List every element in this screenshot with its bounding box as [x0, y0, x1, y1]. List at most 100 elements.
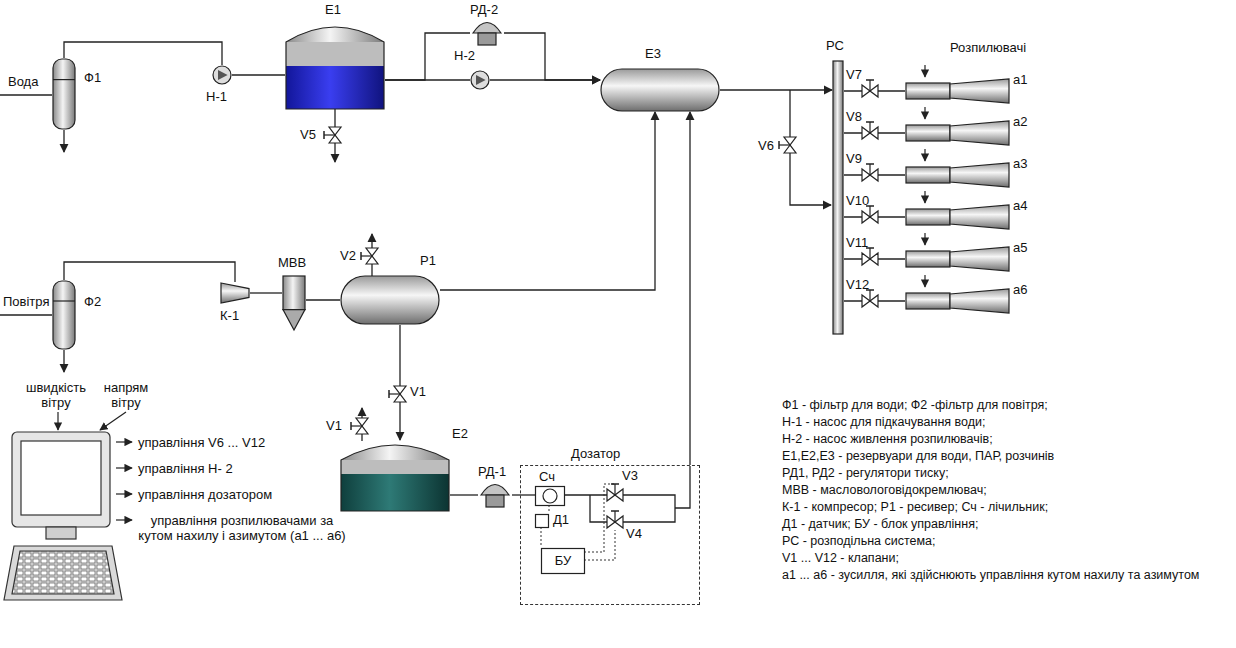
air-filter-shape	[52, 280, 76, 350]
pipe-connector	[64, 42, 222, 65]
node-label: Ф2	[84, 294, 101, 309]
node-label: МВВ	[278, 255, 306, 270]
distribution-system-shape	[832, 60, 844, 335]
abbreviation-note: Н-1 - насос для підкачування води;	[782, 415, 985, 430]
callout-label: V6	[758, 138, 774, 153]
node-label: a1	[1013, 72, 1027, 87]
computer-icon	[4, 432, 122, 600]
callout-label: V11	[846, 235, 868, 250]
abbreviation-note: РД1, РД2 - регулятори тиску;	[782, 466, 949, 481]
callout-label: Вода	[8, 74, 38, 89]
compressor: К-1	[220, 282, 250, 304]
pipe-connector	[689, 112, 690, 465]
callout-label: Розпилювачі	[950, 40, 1026, 55]
oil-moisture-separator-shape	[282, 275, 306, 331]
sprayer-shape	[905, 120, 1010, 146]
surfactant-tank: Е2	[340, 440, 450, 512]
pump: Н-2	[470, 70, 490, 90]
receiver-shape	[340, 275, 440, 325]
node-label: a6	[1013, 282, 1027, 297]
node-label: Н-1	[206, 89, 227, 104]
node-label: РД-1	[478, 464, 506, 479]
signal-arrows	[58, 412, 132, 520]
node-label: Д1	[553, 512, 569, 527]
pipe-connector	[306, 299, 340, 300]
water-tank: Е1	[285, 22, 385, 110]
flow-counter: Сч	[535, 486, 565, 506]
abbreviation-note: Д1 - датчик; БУ - блок управління;	[782, 517, 978, 532]
node-label: БУ	[541, 548, 585, 574]
node-label: Е2	[452, 426, 468, 441]
pipe-connector	[504, 33, 600, 80]
pump-shape	[470, 70, 490, 90]
callout-label: V12	[846, 277, 869, 292]
node-label: Р1	[420, 253, 436, 268]
receiver: Р1	[340, 275, 440, 325]
sprayer: a6	[905, 288, 1010, 314]
pipe-connector	[490, 79, 600, 80]
pipe-connector	[440, 112, 655, 290]
callout-label: V7	[846, 67, 862, 82]
compressor-shape	[220, 282, 250, 304]
pump-shape	[212, 65, 232, 85]
control-block: БУ	[541, 548, 585, 574]
node-label: a5	[1013, 240, 1027, 255]
node-label: Сч	[539, 469, 555, 484]
pipe-connector	[250, 292, 282, 293]
callout-label: швидкість вітру	[18, 380, 94, 410]
callout-label: управління V6 ... V12	[138, 435, 265, 450]
node-label: Е1	[325, 2, 341, 17]
abbreviation-note: К-1 - компресор; Р1 - ресивер; Сч - лічи…	[782, 500, 1048, 515]
sprayer-shape	[905, 204, 1010, 230]
sensor-shape	[535, 514, 549, 528]
sprayer: a2	[905, 120, 1010, 146]
pipe-connector	[399, 325, 400, 440]
sprayer-shape	[905, 162, 1010, 188]
abbreviation-note: а1 ... а6 - зусилля, які здійснюють упра…	[782, 568, 1230, 583]
pressure-regulator: РД-2	[470, 20, 504, 46]
node-label: Дозатор	[571, 446, 620, 461]
pipe-connector	[64, 262, 235, 282]
mixing-tank: Е3	[600, 68, 720, 112]
flow-counter-shape	[535, 486, 565, 506]
surfactant-tank-shape	[340, 440, 450, 512]
pipe-connector	[232, 74, 285, 75]
water-tank-shape	[285, 22, 385, 110]
node-label: К-1	[220, 308, 239, 323]
callout-label: V2	[340, 248, 356, 263]
valve-symbols	[389, 80, 878, 402]
node-label: Н-2	[454, 48, 475, 63]
sprayer-shape	[905, 78, 1010, 104]
sensor: Д1	[535, 514, 549, 528]
pipe-connector	[720, 89, 832, 90]
abbreviation-note: Н-2 - насос живлення розпилювачів;	[782, 432, 993, 447]
sprayer: a3	[905, 162, 1010, 188]
callout-label: V10	[846, 193, 869, 208]
sprayer: a4	[905, 204, 1010, 230]
abbreviation-note: РС - розподільна система;	[782, 534, 936, 549]
callout-label: управління розпилювачами за кутом нахилу…	[136, 513, 348, 543]
pressure-regulator-shape	[470, 20, 504, 46]
abbreviation-note: Е1,Е2,Е3 - резервуари для води, ПАР, роз…	[782, 449, 1054, 464]
pump: Н-1	[212, 65, 232, 85]
node-label: Ф1	[84, 70, 101, 85]
abbreviation-note: Ф1 - фільтр для води; Ф2 -фільтр для пов…	[782, 398, 1048, 413]
sprayer: a5	[905, 246, 1010, 272]
oil-moisture-separator: МВВ	[282, 275, 306, 331]
sprayer-shape	[905, 246, 1010, 272]
valve-symbols	[324, 127, 796, 528]
callout-label: V4	[626, 526, 642, 541]
node-label: a4	[1013, 198, 1027, 213]
pipe-lines	[0, 90, 831, 522]
air-filter: Ф2	[52, 280, 76, 350]
abbreviation-note: V1 ... V12 - клапани;	[782, 551, 899, 566]
node-label: РС	[826, 38, 844, 53]
node-label: РД-2	[470, 2, 498, 17]
callout-label: V8	[846, 109, 862, 124]
callout-label: V3	[622, 468, 638, 483]
callout-label: напрям вітру	[96, 380, 156, 410]
sprayer-shape	[905, 288, 1010, 314]
pipe-connector	[450, 494, 478, 495]
callout-label: V9	[846, 151, 862, 166]
callout-label: V5	[300, 127, 316, 142]
